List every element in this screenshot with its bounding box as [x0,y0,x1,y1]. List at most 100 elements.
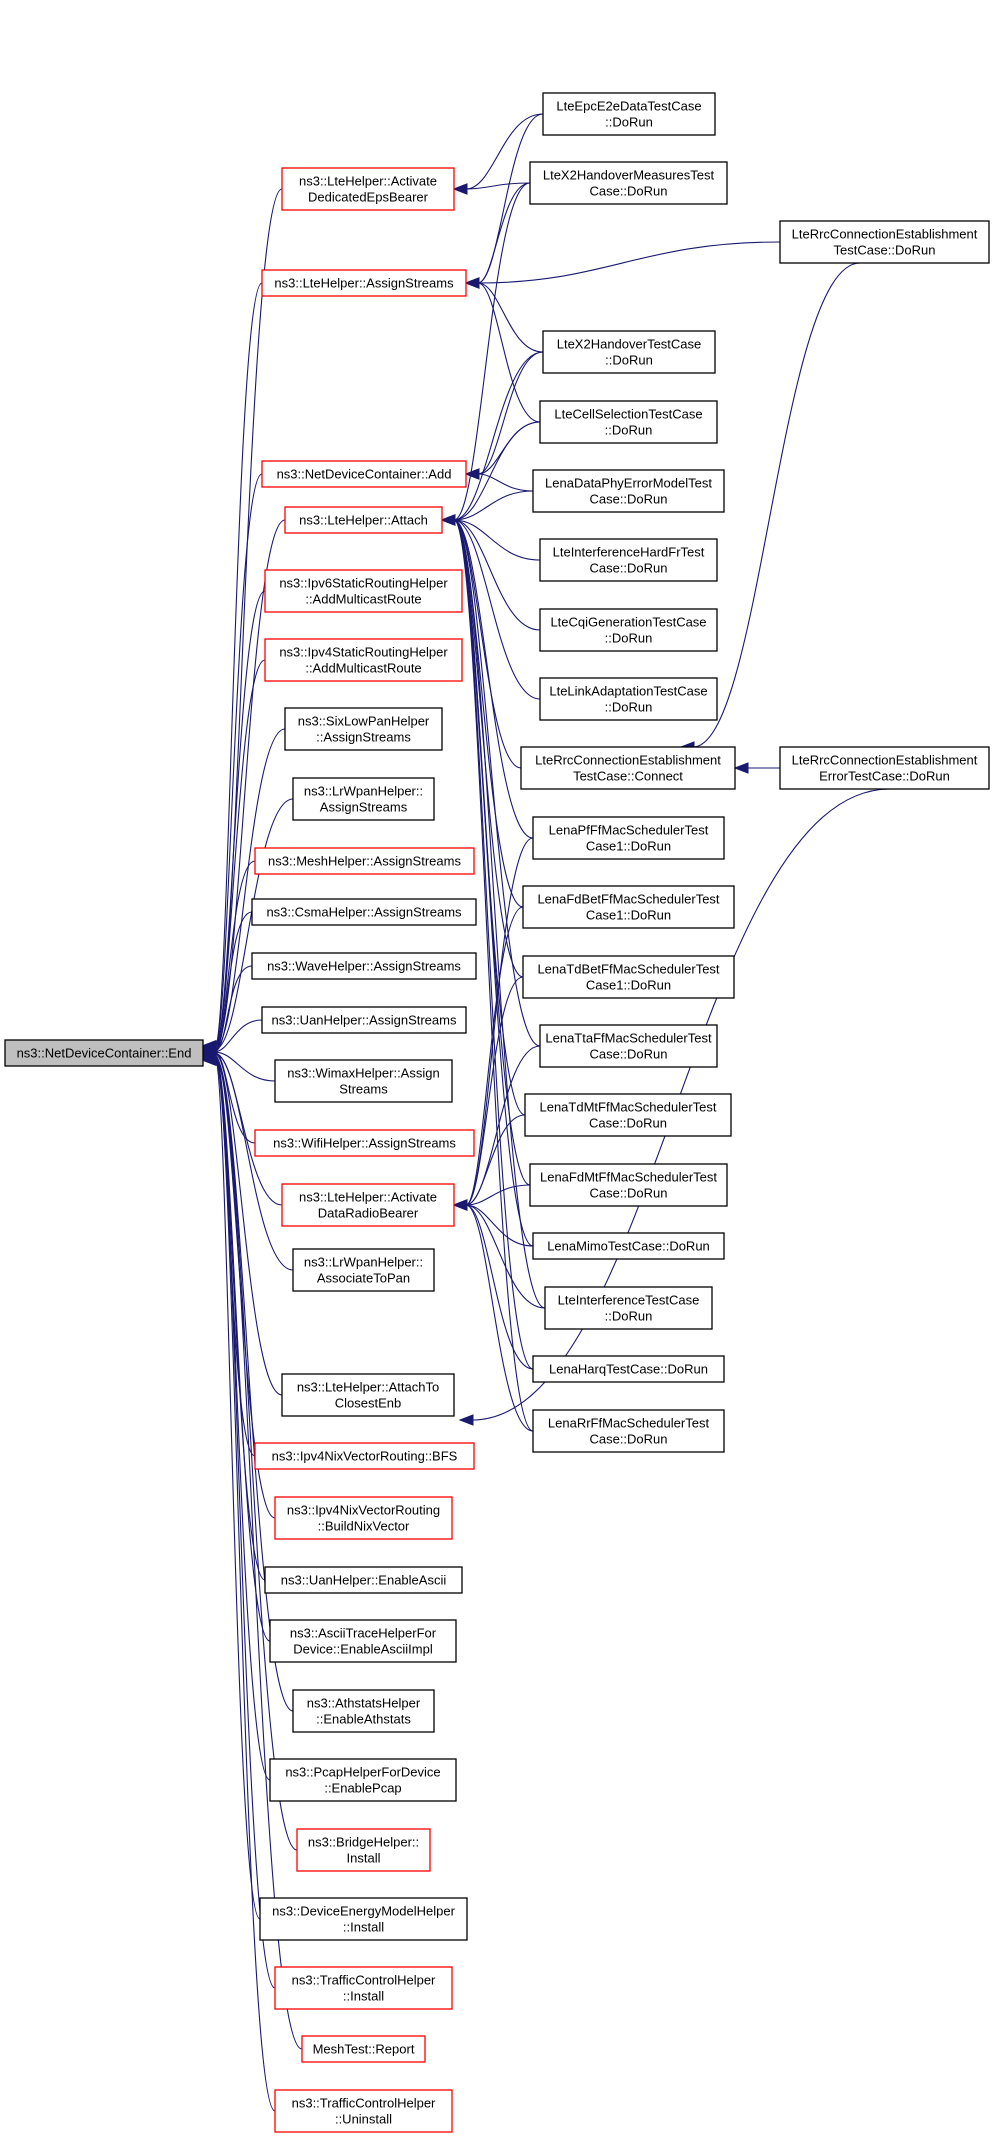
testcase-node[interactable]: LteLinkAdaptationTestCase::DoRun [539,677,718,721]
caller-node[interactable]: ns3::DeviceEnergyModelHelper::Install [259,1897,468,1941]
far-node-label-line: TestCase::DoRun [834,243,936,258]
testcase-node-label-line: LenaRrFfMacSchedulerTest [548,1416,710,1431]
caller-node-label-line: ns3::TrafficControlHelper [292,2096,436,2111]
caller-node[interactable]: ns3::LteHelper::ActivateDedicatedEpsBear… [281,167,455,211]
caller-node-label-line: ns3::AsciiTraceHelperFor [290,1626,437,1641]
testcase-node[interactable]: LenaMimoTestCase::DoRun [532,1232,725,1260]
caller-node-label-line: AssociateToPan [317,1271,410,1286]
testcase-node-label-line: LteEpcE2eDataTestCase [556,99,701,114]
caller-node-box [259,1897,468,1941]
caller-node[interactable]: ns3::TrafficControlHelper::Install [274,1966,453,2010]
caller-node[interactable]: ns3::LrWpanHelper::AssociateToPan [292,1248,435,1292]
caller-node[interactable]: ns3::LteHelper::Attach [284,506,443,534]
edge-caller-10-to-root [214,965,253,1052]
caller-node-label-line: ns3::TrafficControlHelper [292,1973,436,1988]
caller-node-label-line: ns3::WaveHelper::AssignStreams [267,959,461,974]
testcase-node-label-line: Case1::DoRun [586,839,671,854]
caller-node[interactable]: ns3::Ipv4NixVectorRouting::BFS [254,1442,475,1470]
caller-node[interactable]: ns3::UanHelper::AssignStreams [261,1006,467,1034]
caller-node[interactable]: ns3::MeshHelper::AssignStreams [254,847,475,875]
edge-testcase-18-to-caller-14-arrowhead [452,1199,468,1211]
caller-node[interactable]: ns3::WifiHelper::AssignStreams [254,1129,475,1157]
caller-node-box [281,167,455,211]
testcase-node-box [522,955,735,999]
caller-node-box [284,707,443,751]
testcase-node[interactable]: LteCellSelectionTestCase::DoRun [539,400,718,444]
caller-node[interactable]: ns3::TrafficControlHelper::Uninstall [274,2089,453,2133]
caller-node[interactable]: ns3::NetDeviceContainer::Add [261,460,467,488]
testcase-node[interactable]: LteEpcE2eDataTestCase::DoRun [542,92,716,136]
testcase-node-label-line: LenaMimoTestCase::DoRun [547,1239,710,1254]
caller-node-box [274,1966,453,2010]
caller-node[interactable]: MeshTest::Report [301,2035,426,2063]
caller-node[interactable]: ns3::CsmaHelper::AssignStreams [251,898,477,926]
root-node-netdevicecontainer-end[interactable]: ns3::NetDeviceContainer::End [4,1039,204,1067]
caller-node-label-line: ns3::SixLowPanHelper [298,714,430,729]
testcase-node-box [539,1024,718,1068]
caller-node-label-line: DataRadioBearer [318,1206,419,1221]
caller-node-box [254,1129,475,1157]
caller-node[interactable]: ns3::WaveHelper::AssignStreams [251,952,477,980]
caller-node-label-line: ns3::CsmaHelper::AssignStreams [266,905,462,920]
caller-node[interactable]: ns3::Ipv4NixVectorRouting::BuildNixVecto… [274,1496,453,1540]
testcase-node[interactable]: LteCqiGenerationTestCase::DoRun [539,608,718,652]
far-node-label-line: LteRrcConnectionEstablishment [792,753,978,768]
testcase-node-label-line: LenaPfFfMacSchedulerTest [549,823,709,838]
edge-testcase-3-to-caller-3 [453,421,541,521]
caller-node[interactable]: ns3::BridgeHelper::Install [296,1828,431,1872]
edge-caller-7-to-root [214,798,294,1050]
edge-testcase-16-to-caller-14 [465,1204,546,1309]
edge-testcase-2-to-caller-1 [477,282,544,353]
caller-node-box [264,638,463,682]
edge-testcase-11-to-caller-14 [465,976,524,1206]
testcase-node[interactable]: LteRrcConnectionEstablishmentTestCase::C… [520,746,736,790]
testcase-node[interactable]: LenaHarqTestCase::DoRun [532,1355,725,1383]
caller-node-box [251,952,477,980]
testcase-node[interactable]: LteX2HandoverTestCase::DoRun [542,330,716,374]
far-node-box [779,746,990,790]
testcase-node-box [539,400,718,444]
caller-node[interactable]: ns3::LrWpanHelper::AssignStreams [292,777,435,821]
testcase-node-box [524,1093,732,1137]
caller-node-box [261,460,467,488]
edge-caller-15-to-root [214,1053,294,1271]
caller-node[interactable]: ns3::PcapHelperForDevice::EnablePcap [269,1758,457,1802]
caller-node[interactable]: ns3::AthstatsHelper::EnableAthstats [292,1689,435,1733]
caller-node-label-line: ns3::LteHelper::Activate [299,1190,437,1205]
caller-node[interactable]: ns3::SixLowPanHelper::AssignStreams [284,707,443,751]
edge-testcase-4-to-caller-2 [477,473,534,492]
caller-node-label-line: ::EnablePcap [324,1781,401,1796]
caller-node-box [281,1373,455,1417]
testcase-node-box [529,161,728,205]
far-node[interactable]: LteRrcConnectionEstablishmentErrorTestCa… [779,746,990,790]
caller-node[interactable]: ns3::UanHelper::EnableAscii [264,1566,463,1594]
caller-node-box [251,898,477,926]
caller-node-box [274,1496,453,1540]
caller-node[interactable]: ns3::Ipv4StaticRoutingHelper::AddMultica… [264,638,463,682]
testcase-node[interactable]: LteInterferenceTestCase::DoRun [544,1286,713,1330]
edge-far-0-to-assignstreams [477,241,781,284]
caller-node[interactable]: ns3::Ipv6StaticRoutingHelper::AddMultica… [264,569,463,613]
caller-node[interactable]: ns3::WimaxHelper::AssignStreams [274,1059,453,1103]
caller-node[interactable]: ns3::LteHelper::AssignStreams [261,269,467,297]
edge-testcase-12-to-caller-3 [453,519,541,1047]
edge-caller-5-to-root [214,659,266,1049]
caller-node[interactable]: ns3::AsciiTraceHelperForDevice::EnableAs… [269,1619,457,1663]
far-node[interactable]: LteRrcConnectionEstablishmentTestCase::D… [779,220,990,264]
caller-node-label-line: ns3::LrWpanHelper:: [304,784,423,799]
testcase-node-label-line: LteInterferenceTestCase [558,1293,700,1308]
edge-testcase-18-to-caller-3 [453,519,534,1432]
edge-testcase-18-to-caller-3-arrowhead [440,514,456,526]
